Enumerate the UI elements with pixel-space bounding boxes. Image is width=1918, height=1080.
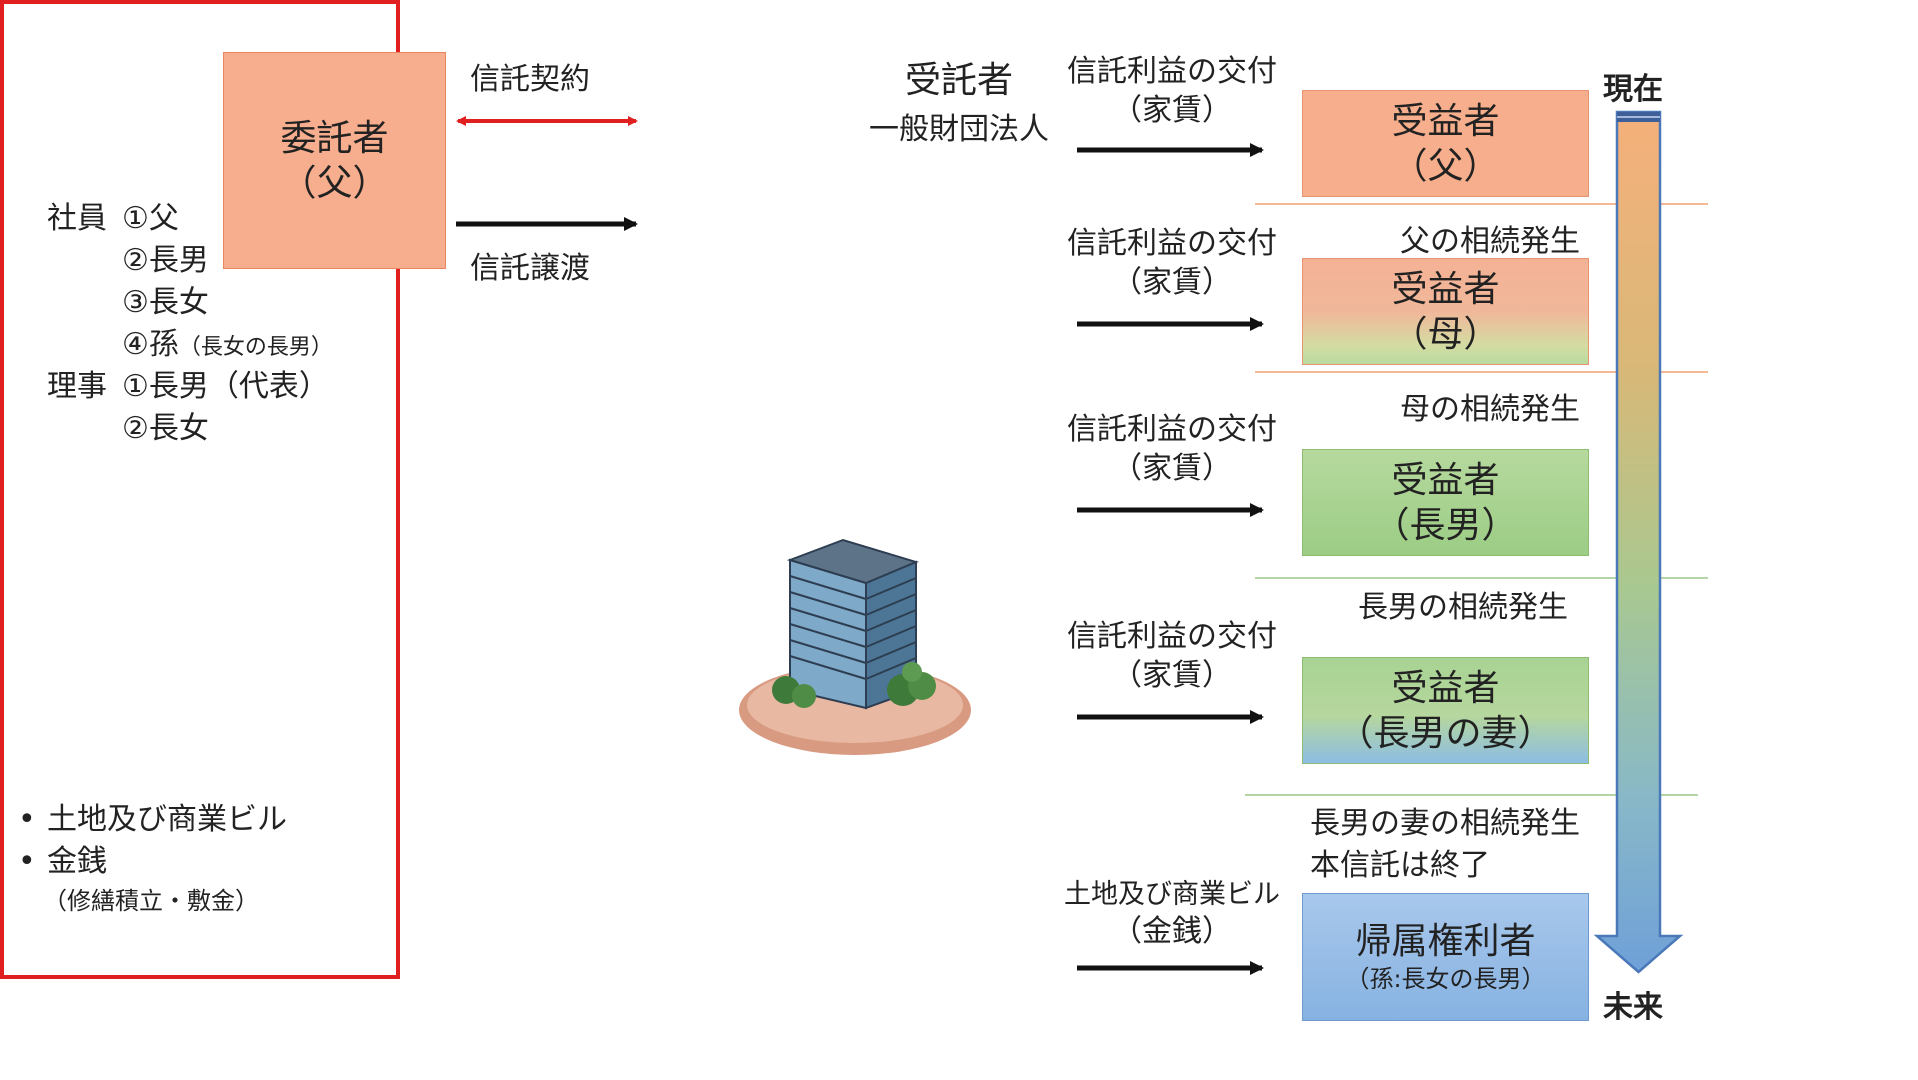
asset-bullet-1: •	[18, 802, 36, 837]
beneficiary-4-person: （長男の妻）	[1337, 712, 1554, 754]
flow-label-5: 土地及び商業ビル （金銭）	[1052, 877, 1292, 951]
flow-4-line1: 信託利益の交付	[1067, 619, 1277, 654]
vested-title: 帰属権利者	[1355, 920, 1536, 962]
director-1: ①長男（代表）	[122, 369, 329, 404]
asset-1: 土地及び商業ビル	[47, 802, 287, 837]
vested-right-holder: 帰属権利者 （孫:長女の長男）	[1302, 893, 1589, 1021]
beneficiary-2-title: 受益者	[1391, 268, 1500, 310]
flow-3-line1: 信託利益の交付	[1067, 412, 1277, 447]
member-4: ④孫	[122, 327, 179, 362]
beneficiary-sons-wife: 受益者 （長男の妻）	[1302, 657, 1589, 764]
beneficiary-4-title: 受益者	[1391, 667, 1500, 709]
beneficiary-eldest-son: 受益者 （長男）	[1302, 449, 1589, 556]
member-1: ①父	[122, 201, 179, 236]
vested-person: （孫:長女の長男）	[1345, 964, 1546, 993]
member-3: ③長女	[122, 285, 209, 320]
flow-1-line2: （家賃）	[1112, 93, 1232, 128]
member-4-note: （長女の長男）	[178, 335, 333, 360]
flow-2-line1: 信託利益の交付	[1067, 226, 1277, 261]
asset-2-note: （修繕積立・敷金）	[43, 887, 259, 915]
event-trust-terminated: 本信託は終了	[1310, 848, 1490, 883]
flow-1-line1: 信託利益の交付	[1067, 54, 1277, 89]
beneficiary-father: 受益者 （父）	[1302, 90, 1589, 197]
settlor-title: 委託者	[280, 117, 389, 159]
trust-contract-label: 信託契約	[470, 62, 590, 97]
flow-label-3: 信託利益の交付 （家賃）	[1052, 410, 1292, 488]
trustee-box: 受託者 一般財団法人 社員 ①父 ②長男 ③長女 ④孫（長女の長男） 理事 ①長…	[0, 0, 1049, 979]
member-2: ②長男	[122, 243, 209, 278]
beneficiary-mother: 受益者 （母）	[1302, 258, 1589, 365]
flow-3-line2: （家賃）	[1112, 451, 1232, 486]
flow-label-4: 信託利益の交付 （家賃）	[1052, 617, 1292, 695]
event-father-inheritance: 父の相続発生	[1400, 224, 1580, 259]
beneficiary-1-title: 受益者	[1391, 100, 1500, 142]
trustee-subtitle: 一般財団法人	[869, 112, 1049, 147]
beneficiary-2-person: （母）	[1391, 313, 1500, 355]
asset-bullet-2: •	[18, 844, 36, 879]
asset-2: 金銭	[47, 844, 107, 879]
settlor-person: （父）	[280, 162, 389, 204]
flow-4-line2: （家賃）	[1112, 658, 1232, 693]
timeline-arrow	[1593, 110, 1684, 974]
beneficiary-1-person: （父）	[1391, 145, 1500, 187]
flow-label-2: 信託利益の交付 （家賃）	[1052, 224, 1292, 302]
flow-5-line1: 土地及び商業ビル	[1064, 879, 1280, 910]
beneficiary-3-title: 受益者	[1391, 459, 1500, 501]
flow-2-line2: （家賃）	[1112, 265, 1232, 300]
event-wife-inheritance: 長男の妻の相続発生	[1310, 806, 1580, 841]
building-illustration	[739, 538, 971, 755]
directors-label: 理事	[47, 369, 107, 404]
beneficiary-3-person: （長男）	[1373, 504, 1518, 546]
timeline-start-label: 現在	[1603, 72, 1663, 107]
members-label: 社員	[47, 201, 107, 236]
flow-label-1: 信託利益の交付 （家賃）	[1052, 52, 1292, 130]
timeline-end-label: 未来	[1603, 990, 1663, 1025]
director-2: ②長女	[122, 411, 209, 446]
member-4-row: ④孫（長女の長男）	[122, 325, 333, 364]
event-mother-inheritance: 母の相続発生	[1400, 392, 1580, 427]
trustee-title: 受託者	[904, 60, 1013, 101]
flow-5-line2: （金銭）	[1112, 914, 1232, 950]
trust-transfer-label: 信託譲渡	[470, 251, 590, 286]
settlor-box: 委託者 （父）	[223, 52, 446, 269]
event-son-inheritance: 長男の相続発生	[1358, 590, 1568, 625]
